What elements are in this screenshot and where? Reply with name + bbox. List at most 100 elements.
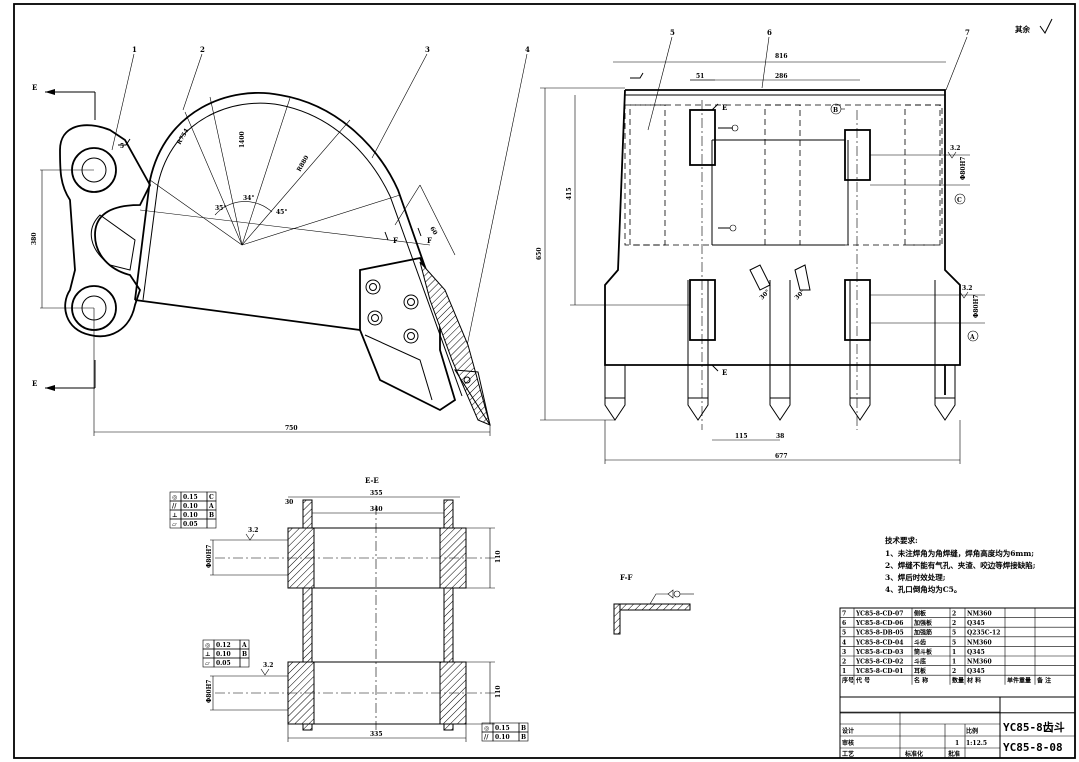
dim-tooth-width: 38 (776, 433, 784, 440)
balloon-4: 4 (525, 45, 530, 54)
sheet-value: 1 (955, 740, 959, 747)
dim-tip-width: 60 (428, 226, 438, 237)
front-view: 5 6 7 816 286 51 (536, 28, 985, 464)
svg-text:3.2: 3.2 (248, 527, 258, 534)
bom-cell: 5 (842, 630, 846, 637)
dim-inner-span: 286 (775, 73, 788, 80)
bom-cell: YC85-8-CD-02 (855, 659, 903, 666)
bom-cell: 耳板 (914, 667, 927, 675)
bom-cell: 斗底 (914, 658, 926, 666)
bom-cell: 5 (952, 639, 956, 646)
balloon-2: 2 (200, 45, 205, 54)
tol-cell: ◎ (484, 725, 489, 732)
dim-tooth-angle-l: 30° (758, 288, 771, 301)
dim-angle-a: 35° (215, 205, 226, 212)
bom-header-cell: 名 称 (914, 677, 928, 685)
scale-label: 比例 (966, 727, 978, 735)
bom-cell: 加强筋 (913, 629, 932, 637)
dim-top-width: 816 (775, 53, 788, 60)
bom-header-cell: 备 注 (1036, 677, 1051, 685)
bom-cell: YC85-8-CD-01 (855, 668, 903, 675)
tol-cell: C (209, 494, 214, 501)
balloon-3: 3 (425, 45, 430, 54)
bom-cell: 5 (952, 630, 956, 637)
svg-text:3.2: 3.2 (263, 662, 273, 669)
svg-text:3.2: 3.2 (950, 145, 960, 152)
dim-lug-offset: 51 (696, 73, 704, 80)
dim-angle-b: 34° (243, 195, 254, 202)
dim-angle-c: 45° (276, 209, 287, 216)
dim-tooth-pitch: 115 (735, 433, 748, 440)
tech-req-1: 1、未注焊角为角焊缝，焊角高度均为6mm; (885, 548, 1034, 558)
bom-cell: 6 (842, 620, 846, 627)
bom-header-cell: 序号 (841, 677, 854, 685)
bom-cell: 1 (952, 649, 956, 656)
dim-ee-height-bot: 110 (495, 685, 502, 698)
section-ff-view: F-F (613, 573, 694, 635)
label-review: 审核 (842, 739, 854, 747)
section-f-left: F (393, 236, 398, 245)
bom-cell: 2 (952, 611, 956, 618)
tol-cell: ◎ (172, 494, 177, 501)
tol-cell: ▱ (172, 521, 177, 528)
side-view: 1 2 3 4 E E (31, 45, 530, 436)
tol-cell: B (521, 725, 526, 732)
bom-cell: YC85-8-CD-07 (855, 611, 903, 618)
bom-cell: Q345 (967, 620, 985, 627)
dim-r-outer: R754 (176, 127, 191, 146)
dim-height-body: 415 (566, 187, 573, 200)
tol-cell: 0.15 (183, 494, 198, 501)
tol-cell: 0.10 (183, 512, 198, 519)
bom-cell: Q345 (967, 668, 985, 675)
dim-r-mid: 1400 (239, 131, 246, 148)
tol-cell: 0.05 (183, 521, 198, 528)
roughness-corner-note: 其余 (1015, 18, 1053, 34)
tol-cell: ⊥ (205, 651, 211, 658)
datum-b: B (833, 107, 838, 114)
datum-a: A (969, 334, 975, 341)
bom-cell: Q345 (967, 649, 985, 656)
tech-req-3: 3、焊后时效处理; (885, 572, 946, 582)
tol-cell: 0.15 (495, 725, 510, 732)
dim-pin-spacing: 380 (31, 232, 38, 245)
bom-header-cell: 单件重量 (1007, 677, 1031, 685)
dim-ee-outer: 355 (370, 490, 383, 497)
svg-text:E: E (722, 368, 727, 377)
label-standard: 标准化 (904, 750, 923, 758)
dim-ee-plate: 30 (285, 499, 293, 506)
bom-cell: 1 (842, 668, 846, 675)
section-ee-title: E-E (365, 476, 379, 485)
label-process: 工艺 (842, 750, 854, 758)
bom-cell: 斗齿 (914, 638, 926, 646)
section-f-right: F (427, 236, 432, 245)
bom-cell: YC85-8-CD-06 (855, 620, 903, 627)
dim-r-inner: R880 (296, 154, 311, 173)
dim-length: 750 (285, 425, 298, 432)
tol-cell: ⊥ (172, 512, 178, 519)
bom-cell: NM360 (967, 639, 992, 646)
tol-cell: B (521, 734, 526, 741)
section-e-bottom: E (32, 379, 37, 388)
bom-cell: NM360 (967, 611, 992, 618)
balloon-6: 6 (767, 28, 772, 37)
tech-req-2: 2、焊缝不能有气孔、夹渣、咬边等焊接缺陷; (885, 560, 1036, 570)
dim-height-total: 650 (536, 247, 543, 260)
svg-text:3.2: 3.2 (962, 285, 972, 292)
datum-c: C (957, 197, 962, 204)
svg-text:其余: 其余 (1015, 24, 1031, 34)
bom-cell: 3 (842, 649, 846, 656)
tech-req-4: 4、孔口倒角均为C5。 (885, 584, 961, 594)
bom-cell: 7 (842, 611, 846, 618)
tol-cell: B (242, 651, 247, 658)
bom-cell: 侧板 (914, 610, 927, 618)
bom-header-cell: 材 料 (966, 677, 981, 685)
label-design: 设计 (842, 727, 854, 735)
bom-cell: YC85-8-DB-05 (855, 630, 904, 637)
svg-text:5: 5 (120, 143, 124, 150)
scale-value: 1:12.5 (966, 740, 987, 747)
bom-cell: 1 (952, 659, 956, 666)
